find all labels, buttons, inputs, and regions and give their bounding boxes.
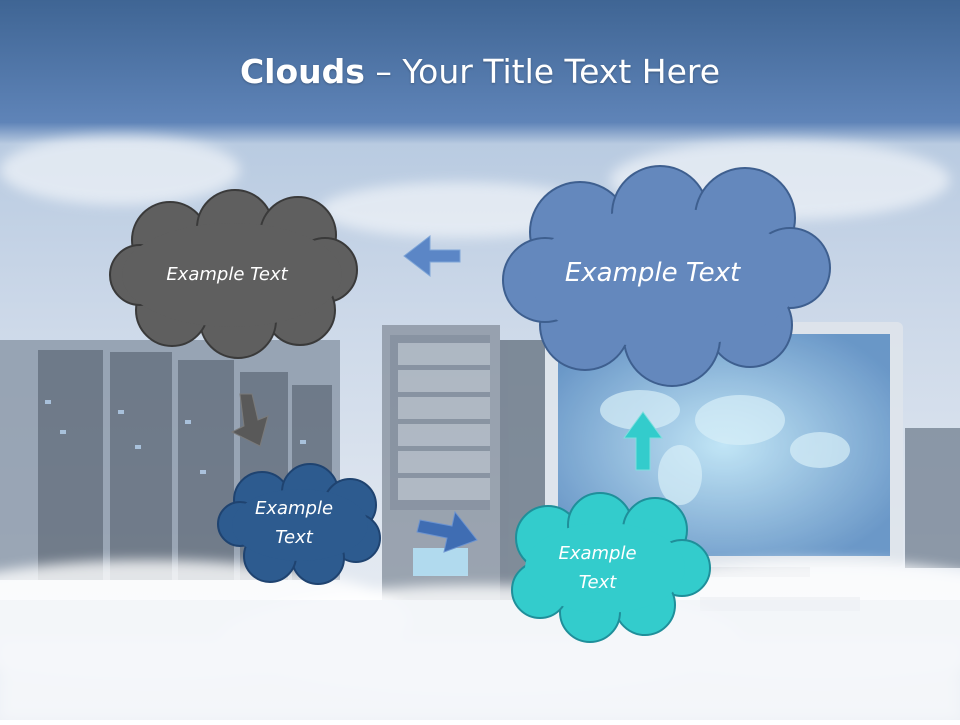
cloud-teal-text: Example Text <box>540 539 655 597</box>
cloud-slate-blue <box>502 165 831 387</box>
tower-pc <box>382 325 545 600</box>
arrow-down-icon <box>230 393 269 447</box>
arrow-left-icon <box>403 234 461 278</box>
cloud-teal-line2: Text <box>578 572 617 593</box>
cloud-teal-line1: Example <box>558 543 637 564</box>
cloud-dark-gray <box>109 189 358 359</box>
slide-title: Clouds – Your Title Text Here <box>0 52 960 91</box>
title-bold: Clouds <box>239 52 365 91</box>
arrow-right-icon <box>416 510 478 553</box>
cloud-navy <box>217 463 381 585</box>
arrow-up-icon <box>623 411 663 471</box>
cloud-teal <box>511 492 711 643</box>
cloud-navy-line2: Text <box>275 527 313 548</box>
cloud-navy-text: Example Text <box>238 494 350 552</box>
cloud-slate-blue-text: Example Text <box>564 258 741 288</box>
title-dash: – <box>364 52 403 91</box>
cloud-navy-line1: Example <box>254 498 334 519</box>
title-rest: Your Title Text Here <box>402 52 721 91</box>
cloud-dark-gray-text: Example Text <box>166 264 288 285</box>
